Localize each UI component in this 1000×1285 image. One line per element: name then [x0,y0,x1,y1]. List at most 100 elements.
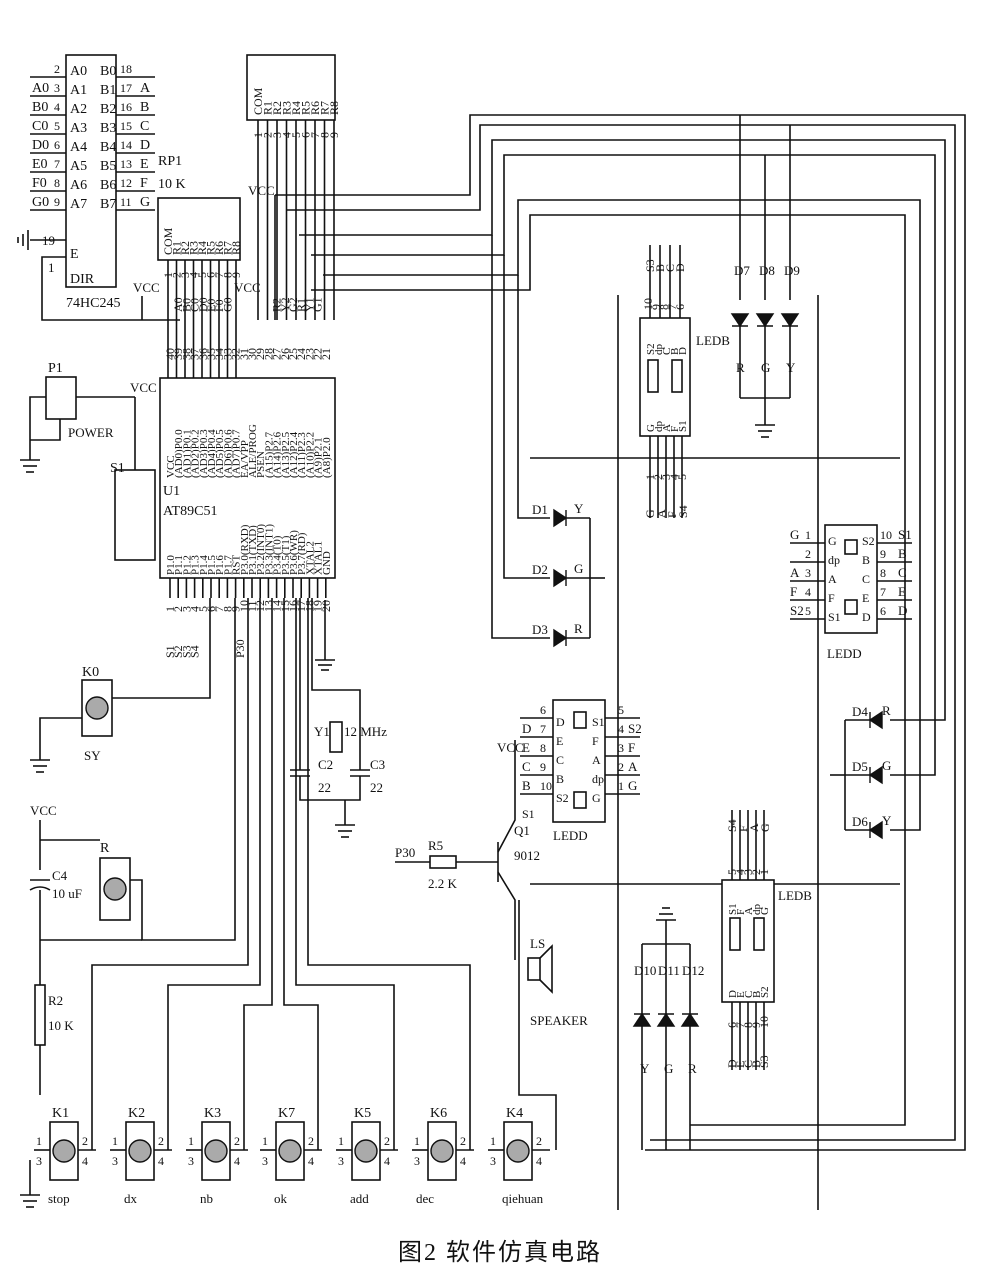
rp1-pin-label: R2 [178,241,192,255]
mcu-net-label: A0 [171,297,185,312]
ledd-inner: D [556,715,565,729]
ledd-inner: S2 [862,534,875,548]
key-pin: 2 [234,1134,240,1148]
pin-label: A7 [70,197,87,212]
display-ledb-top: LEDB [639,317,730,437]
pin-number: 16 [120,100,132,114]
key-label: nb [200,1191,213,1206]
ledb-bottom-pin: F [736,825,750,832]
buzzer-section: P30 R5 2.2 K Q1 9012 LS SPEAKER VCC [395,740,588,1028]
pin-number: 11 [120,195,132,209]
key-name: K4 [506,1106,523,1121]
mcu-net-label: S2 [171,645,185,658]
pin-label: B0 [100,64,116,79]
mcu-pin-label: (A13)P2.5 [280,431,292,478]
mcu-pin-number: 1 [163,606,177,612]
mcu-pin-number: 11 [245,600,259,612]
mcu-pin-number: 34 [212,348,226,360]
pin-number: 17 [120,81,132,95]
rp1-pin-number: 9 [229,272,243,278]
key-pin: 2 [384,1134,390,1148]
key-button-icon[interactable] [204,1139,228,1163]
vcc-power: VCC [130,380,157,395]
led-d4 [868,710,883,730]
ledb-bottom-inner: B [751,991,763,998]
pin-number: 7 [54,157,60,171]
key-button-icon[interactable] [128,1139,152,1163]
rp-pin-number: 1 [251,132,265,138]
key-name: K1 [52,1106,69,1121]
ledd-num: 8 [880,566,886,580]
pin-label: A1 [70,83,87,98]
key-button-icon[interactable] [52,1139,76,1163]
mcu-pin-label: P3.5(T1) [280,535,292,575]
rp1-name: RP1 [158,154,182,169]
led-d9 [780,313,800,328]
mcu-pin-number: 6 [204,606,218,612]
mcu-pin-number: 22 [311,348,325,360]
mcu-pin-label: P1.6 [214,555,226,575]
ledd-net: A [790,565,800,580]
key-button-icon[interactable] [278,1139,302,1163]
key-pin: 4 [234,1154,240,1168]
mcu-pin-label: P1.7 [222,555,234,575]
rp-pin-label: COM [251,87,265,115]
ledb-top-num: 9 [649,304,663,310]
mcu-pin-number: 27 [270,348,284,360]
mcu-pin-label: (A14)P2.6 [272,431,284,478]
ledd-num: 4 [618,722,624,736]
mcu-net-label: D0 [196,297,210,312]
mcu-pin-number: 35 [204,348,218,360]
rp-pin-label: R8 [327,101,341,115]
key-pin: 1 [112,1134,118,1148]
mcu-pin-number: 7 [212,606,226,612]
ledd-inner: A [828,572,837,586]
ledd-inner: B [862,553,870,567]
net-label: A [140,81,151,96]
ledd-inner: dp [828,553,840,567]
mcu-pin-number: 33 [220,348,234,360]
key-name: K3 [204,1106,221,1121]
mcu-pin-number: 37 [188,348,202,360]
ledb-top-inner: F [669,426,681,432]
ledd-inner: S1 [592,715,605,729]
key-pin: 3 [36,1154,42,1168]
mcu-pin-label: P3.2(INT0) [255,524,267,575]
mcu-net-label: Y2 [278,297,292,312]
ledb-top-inner: B [669,348,681,355]
ledd-net: S2 [628,721,642,736]
mcu-net-label: G0 [220,297,234,312]
key-name: K2 [128,1106,145,1121]
mcu-pin-label: P3.3(INT1) [263,524,275,575]
ledd-net: E [898,584,906,599]
net-label: G [140,195,150,210]
ledd-net: S1 [522,807,535,821]
c4-name: C4 [52,868,68,883]
key-row: K11324stopK21324dxK31324nbK71324okK51324… [34,1106,550,1206]
mcu-pin-number: 38 [179,348,193,360]
key-pin: 4 [536,1154,542,1168]
net-label: E0 [32,157,48,172]
ledd-net: F [790,584,797,599]
net-label: B [140,100,149,115]
rp1-pin-number: 5 [195,272,209,278]
led-name: D9 [784,263,800,278]
key-button-icon[interactable] [430,1139,454,1163]
mcu-pin-label: P1.0 [165,555,177,575]
ledd-net: D [898,603,907,618]
mcu-at89c51: VCC40(AD0)P0.039(AD1)P0.138(AD2)P0.237(A… [159,183,336,671]
ledd-net: G [790,527,799,542]
mcu-pin-label: VCC [165,455,177,478]
key-pin: 3 [262,1154,268,1168]
ledb-top-inner: C [661,348,673,355]
rp1-pin-label: R8 [229,241,243,255]
key-button-icon[interactable] [506,1139,530,1163]
p30-label: P30 [395,845,415,860]
ls-label: SPEAKER [530,1013,588,1028]
led-name: D10 [634,963,656,978]
key-button-icon[interactable] [354,1139,378,1163]
mcu-pin-number: 3 [179,606,193,612]
ledd-num: 9 [540,760,546,774]
led-d11 [656,1012,676,1027]
